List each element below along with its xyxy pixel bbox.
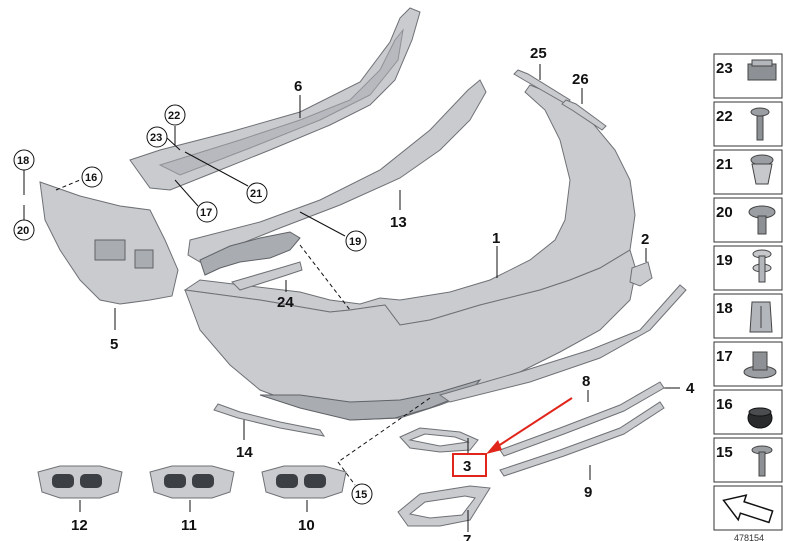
svg-text:22: 22 (716, 108, 733, 125)
part-26-strip[interactable] (561, 99, 607, 131)
part-11-exhaust-tip[interactable] (149, 465, 235, 499)
part-9-trim-strip[interactable] (499, 401, 665, 477)
svg-text:17: 17 (200, 207, 212, 219)
highlight-box-3[interactable] (452, 453, 487, 477)
part-13-carrier[interactable] (187, 79, 487, 276)
callout-circle-18: 18 (13, 149, 35, 195)
fastener-22[interactable]: 22 (713, 101, 783, 147)
svg-text:19: 19 (349, 236, 361, 248)
callout-3: 3 (463, 458, 471, 475)
part-6-carrier[interactable] (129, 7, 421, 191)
callout-14: 14 (236, 444, 253, 461)
part-3-trim-ring[interactable] (399, 427, 479, 453)
reference-number: 478154 (734, 533, 764, 541)
svg-text:23: 23 (150, 132, 162, 144)
callout-6: 6 (294, 78, 302, 95)
callout-12: 12 (71, 517, 88, 534)
svg-text:21: 21 (250, 188, 262, 200)
callout-13: 13 (390, 214, 407, 231)
callout-circle-15: 15 (337, 397, 431, 505)
svg-text:17: 17 (716, 348, 733, 365)
svg-text:16: 16 (85, 172, 97, 184)
fastener-21[interactable]: 21 (713, 149, 783, 195)
view-direction-box (713, 485, 783, 531)
callout-circle-17: 17 (174, 179, 218, 223)
callout-7: 7 (463, 532, 471, 541)
svg-text:18: 18 (716, 300, 733, 317)
fastener-20[interactable]: 20 (713, 197, 783, 243)
part-7-trim-ring[interactable] (397, 485, 491, 527)
fastener-15[interactable]: 15 (713, 437, 783, 483)
highlight-arrow (486, 397, 573, 454)
svg-text:22: 22 (168, 110, 180, 122)
part-24-bracket[interactable] (231, 261, 303, 291)
callout-circle-22: 22 (164, 104, 186, 145)
svg-text:15: 15 (716, 444, 733, 461)
part-8-trim-strip[interactable] (499, 381, 665, 457)
callout-circle-23: 23 (146, 126, 181, 151)
svg-text:20: 20 (716, 204, 733, 221)
svg-text:20: 20 (17, 225, 29, 237)
svg-text:23: 23 (716, 60, 733, 77)
part-2-cover[interactable] (629, 261, 653, 287)
view-arrow-icon (722, 494, 774, 524)
callout-circle-20: 20 (13, 205, 35, 241)
callout-circle-19: 19 (299, 211, 367, 252)
callout-8: 8 (582, 373, 590, 390)
callout-10: 10 (298, 517, 315, 534)
part-5-side-bracket[interactable] (39, 181, 179, 305)
fastener-19[interactable]: 19 (713, 245, 783, 291)
svg-text:21: 21 (716, 156, 733, 173)
callout-circle-16: 16 (55, 166, 103, 191)
callout-2: 2 (641, 231, 649, 248)
svg-text:19: 19 (716, 252, 733, 269)
fastener-sidebar: 23 22 21 20 19 (713, 53, 783, 531)
svg-text:18: 18 (17, 155, 29, 167)
fastener-16[interactable]: 16 (713, 389, 783, 435)
part-10-exhaust-tip[interactable] (261, 465, 347, 499)
part-1-bumper-cover[interactable] (183, 84, 637, 421)
callout-5: 5 (110, 336, 118, 353)
callout-26: 26 (572, 71, 589, 88)
callout-24: 24 (277, 294, 294, 311)
callout-4: 4 (686, 380, 695, 397)
svg-text:16: 16 (716, 396, 733, 413)
part-12-exhaust-tip[interactable] (37, 465, 123, 499)
callout-circle-21: 21 (184, 151, 268, 204)
svg-text:15: 15 (355, 489, 367, 501)
fastener-17[interactable]: 17 (713, 341, 783, 387)
part-14-strip[interactable] (213, 403, 326, 437)
callout-9: 9 (584, 484, 592, 501)
callout-1: 1 (492, 230, 500, 247)
callout-11: 11 (181, 517, 197, 534)
part-4-diffuser[interactable] (438, 284, 687, 403)
callout-25: 25 (530, 45, 547, 62)
fastener-23[interactable]: 23 (713, 53, 783, 99)
fastener-18[interactable]: 18 (713, 293, 783, 339)
